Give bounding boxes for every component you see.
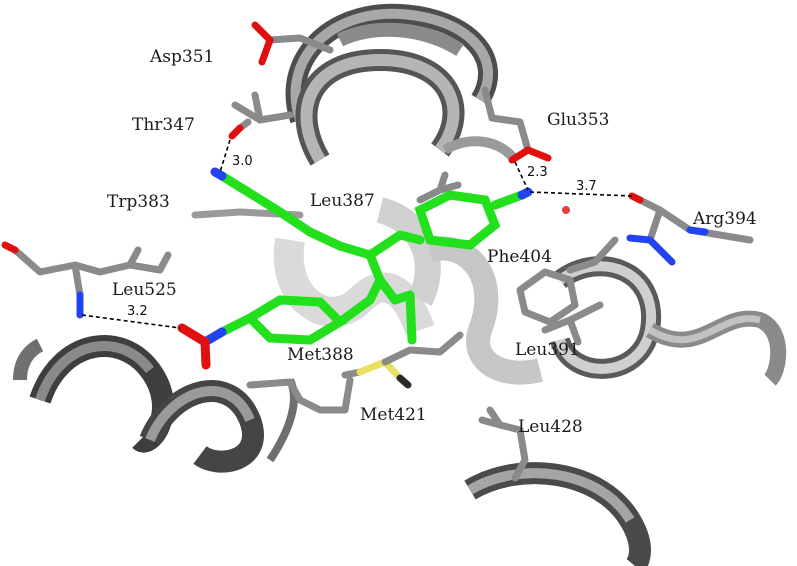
met388-sidechain [341,331,464,389]
label-leu525: Leu525 [112,280,177,300]
label-leu391: Leu391 [515,340,580,360]
label-thr347: Thr347 [132,115,195,135]
helix-left [13,335,264,473]
glu353-sidechain [481,86,552,164]
helix-right [550,256,787,386]
leu391-sidechain [541,301,604,346]
label-arg394: Arg394 [692,209,757,229]
label-met421: Met421 [360,405,427,425]
label-met388: Met388 [287,345,354,365]
loop-met421 [266,378,298,463]
ligand [177,167,533,370]
label-glu353: Glu353 [547,110,609,130]
distance-thr347: 3.0 [232,154,253,169]
protein-ribbons [13,3,787,566]
thr347-sidechain [228,91,294,140]
arg394-sidechain [626,192,754,266]
helix-top [285,3,519,166]
label-leu387: Leu387 [310,191,375,211]
distance-glu353: 2.3 [527,165,548,180]
residue-sticks [1,21,754,482]
label-phe404: Phe404 [487,247,552,267]
distance-labels: 3.0 2.3 3.7 3.2 [127,154,597,319]
hydrogen-bonds [81,139,633,329]
hbond-glu353 [514,161,529,191]
water-molecule [562,206,570,214]
hbond-thr347 [219,139,231,173]
label-asp351: Asp351 [149,47,214,67]
distance-water: 3.7 [576,179,597,194]
met421-sidechain [246,376,354,414]
phe404-sidechain [516,236,619,326]
hbond-water [529,191,633,197]
residue-labels: Asp351 Thr347 Glu353 Trp383 Leu387 Arg39… [107,47,757,437]
label-trp383: Trp383 [107,192,170,212]
distance-leu525: 3.2 [127,304,148,319]
asp351-sidechain [251,21,334,66]
leu525-sidechain [1,241,172,319]
hbond-leu525 [81,314,181,329]
label-leu428: Leu428 [518,417,583,437]
leu387-sidechain [416,171,462,204]
helix-bottom [464,462,651,566]
leu428-sidechain [478,406,529,482]
